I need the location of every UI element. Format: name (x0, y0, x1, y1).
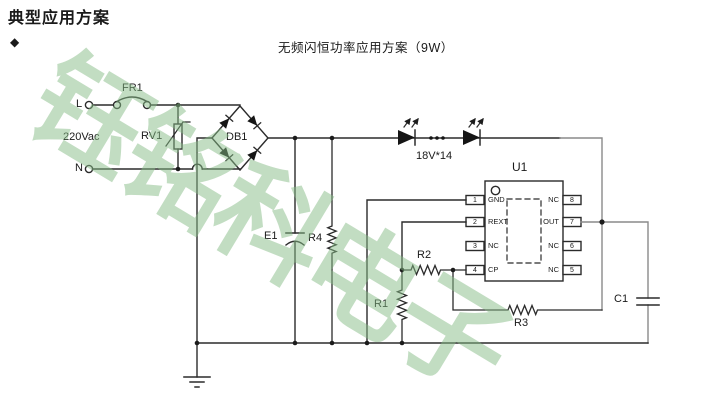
varistor-rv1-symbol (165, 104, 191, 170)
neutral-terminal (84, 163, 241, 174)
gnd-pin-wire (366, 199, 467, 344)
ground-symbol (183, 342, 211, 388)
label-voltage: 220Vac (63, 131, 100, 143)
fuse-fr1-symbol (112, 96, 241, 110)
u1-pin8-name: NC (548, 195, 559, 204)
bridge-db1-symbol (196, 104, 269, 344)
diode-tr (247, 115, 262, 130)
ic-u1-symbol (465, 180, 582, 282)
ic-internal-dashed-box (506, 198, 542, 264)
label-ic: U1 (512, 160, 528, 174)
label-c1: C1 (614, 293, 629, 305)
label-live: L (76, 98, 83, 110)
u1-pin5-number: 5 (570, 267, 574, 274)
u1-pin4-number: 4 (473, 267, 477, 274)
u1-pin4-name: CP (488, 265, 499, 274)
u1-pin1-number: 1 (473, 197, 477, 204)
u1-pin8-number: 8 (570, 197, 574, 204)
diode-br (247, 146, 262, 161)
diode-bl (219, 147, 234, 162)
bridge-negative-wire (196, 137, 213, 344)
live-terminal (84, 100, 115, 110)
pin8-box (562, 194, 582, 206)
u1-pin1-name: GND (488, 195, 505, 204)
resistor-r2-symbol (401, 263, 467, 277)
bullet-diamond-icon: ◆ (10, 35, 20, 49)
label-led-string: 18V*14 (416, 150, 453, 162)
label-bridge: DB1 (226, 131, 248, 143)
u1-pin2-name: REXT (488, 217, 509, 226)
resistor-r1-symbol (395, 269, 409, 344)
page-title: 典型应用方案 (8, 10, 111, 27)
u1-pin7-name: OUT (543, 217, 559, 226)
u1-pin2-number: 2 (473, 219, 477, 226)
label-r2: R2 (417, 249, 432, 261)
pin5-box (562, 264, 582, 276)
pin3-box (465, 240, 485, 252)
diode-tl (219, 114, 234, 129)
label-bulk-cap: E1 (264, 230, 278, 242)
label-r3: R3 (514, 317, 529, 329)
cap-c1-symbol (636, 297, 660, 306)
out-pin-wire (580, 221, 649, 344)
led1-symbol (398, 117, 419, 146)
u1-pin3-name: NC (488, 241, 499, 250)
u1-pin6-number: 6 (570, 243, 574, 250)
resistor-r3-symbol (452, 269, 603, 317)
led-ellipsis (429, 136, 445, 140)
dc-rail-right (559, 137, 603, 311)
rext-pin-wire (401, 221, 467, 271)
label-r4: R4 (308, 232, 323, 244)
figure-caption: 无频闪恒功率应用方案（9W） (278, 41, 454, 55)
u1-pin7-number: 7 (570, 219, 574, 226)
cap-e1-symbol (285, 137, 305, 344)
label-r1: R1 (374, 298, 389, 310)
pin6-box (562, 240, 582, 252)
u1-pin5-name: NC (548, 265, 559, 274)
u1-pin6-name: NC (548, 241, 559, 250)
label-fuse: FR1 (122, 82, 143, 94)
resistor-r4-symbol (326, 137, 338, 344)
label-varistor: RV1 (141, 130, 163, 142)
junction-dots (175, 102, 605, 346)
label-neutral: N (75, 162, 83, 174)
led2-symbol (463, 117, 484, 146)
u1-pin3-number: 3 (473, 243, 477, 250)
